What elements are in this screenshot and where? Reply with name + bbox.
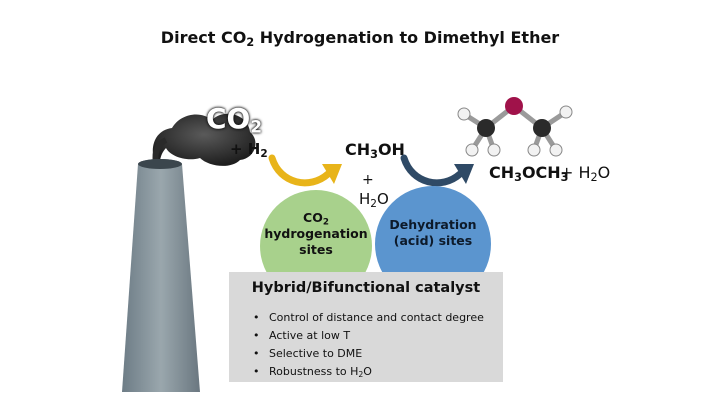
list-item: Selective to DME bbox=[253, 345, 484, 363]
blue-site-line-1: Dehydration bbox=[389, 217, 477, 232]
dimethyl-ether-label: CH3OCH3 bbox=[489, 163, 569, 185]
methanol-label: CH3OH bbox=[345, 140, 405, 162]
diagram-title: Direct CO2 Hydrogenation to Dimethyl Eth… bbox=[160, 28, 560, 50]
catalyst-box: Hybrid/Bifunctional catalyst Control of … bbox=[229, 272, 503, 382]
hydrogenation-arrow bbox=[268, 154, 342, 187]
dehydration-arrow bbox=[400, 154, 474, 187]
list-item: Robustness to H2O bbox=[253, 363, 484, 381]
blue-site-line-2: (acid) sites bbox=[393, 233, 473, 248]
green-site-line-2: hydrogenation bbox=[264, 226, 368, 241]
green-site-line-3: sites bbox=[299, 242, 333, 257]
hydrogen-label: + H2 bbox=[230, 140, 268, 160]
list-item: Active at low T bbox=[253, 327, 484, 345]
catalyst-title: Hybrid/Bifunctional catalyst bbox=[251, 280, 481, 296]
smoke-cloud bbox=[152, 113, 256, 166]
water-label-middle: H2O bbox=[359, 190, 389, 210]
catalyst-properties-list: Control of distance and contact degree A… bbox=[253, 309, 484, 381]
water-label-right: + H2O bbox=[560, 163, 611, 185]
smokestack-icon bbox=[122, 113, 256, 392]
plus-label: + bbox=[362, 172, 374, 188]
green-site-line-1: CO2 bbox=[303, 210, 329, 228]
smokestack-co2-label: CO2 bbox=[206, 102, 263, 137]
list-item: Control of distance and contact degree bbox=[253, 309, 484, 327]
dimethyl-ether-molecule-icon bbox=[457, 97, 573, 157]
